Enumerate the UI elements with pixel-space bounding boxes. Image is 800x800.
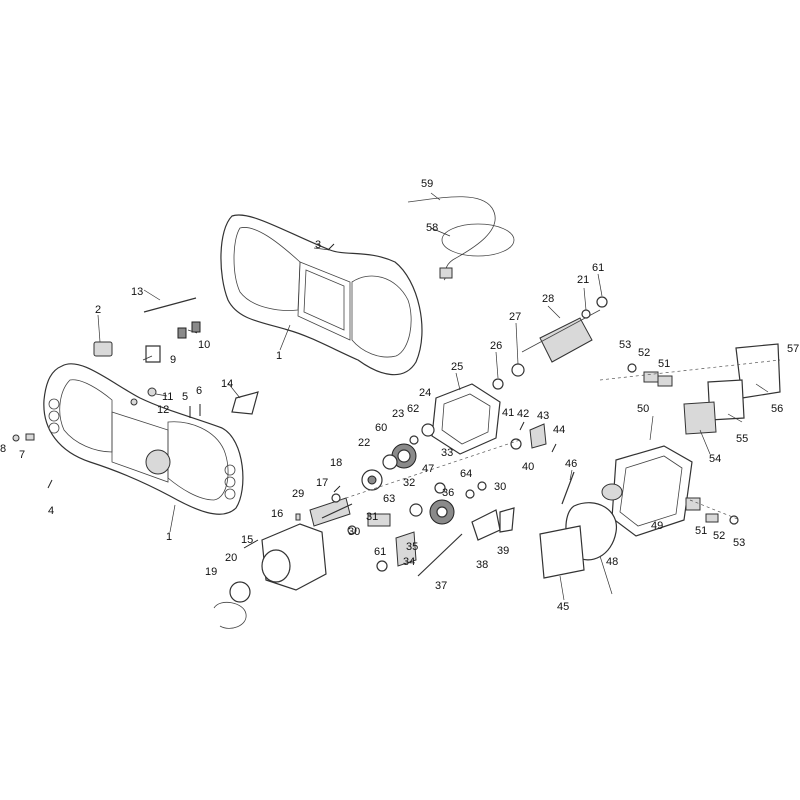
power-cable bbox=[407, 196, 515, 281]
callout-53: 53 bbox=[733, 537, 745, 549]
switch-and-handle-fasteners bbox=[12, 243, 335, 489]
callout-28: 28 bbox=[542, 293, 554, 305]
callout-39: 39 bbox=[497, 545, 509, 557]
rear-handle-frame bbox=[220, 214, 423, 376]
front-cover-assembly bbox=[213, 485, 353, 629]
callout-52: 52 bbox=[638, 347, 650, 359]
callout-37: 37 bbox=[435, 580, 447, 592]
callout-51: 51 bbox=[695, 525, 707, 537]
callout-29: 29 bbox=[292, 488, 304, 500]
callout-5: 5 bbox=[182, 391, 188, 403]
callout-56: 56 bbox=[771, 403, 783, 415]
callout-8: 8 bbox=[0, 443, 6, 455]
callout-4: 4 bbox=[48, 505, 54, 517]
callout-62: 62 bbox=[407, 403, 419, 415]
callout-19: 19 bbox=[205, 566, 217, 578]
callout-34: 34 bbox=[403, 556, 415, 568]
callout-27: 27 bbox=[509, 311, 521, 323]
callout-9: 9 bbox=[170, 354, 176, 366]
callout-labels: 1 1 2 3 4 5 6 7 8 9 10 11 12 13 14 15 16… bbox=[0, 178, 799, 613]
callout-25: 25 bbox=[451, 361, 463, 373]
callout-17: 17 bbox=[316, 477, 328, 489]
callout-60: 60 bbox=[375, 422, 387, 434]
callout-30: 30 bbox=[348, 526, 360, 538]
callout-23: 23 bbox=[392, 408, 404, 420]
callout-55: 55 bbox=[736, 433, 748, 445]
callout-59: 59 bbox=[421, 178, 433, 190]
callout-30: 30 bbox=[494, 481, 506, 493]
callout-53: 53 bbox=[619, 339, 631, 351]
leader-lines bbox=[97, 192, 769, 601]
callout-20: 20 bbox=[225, 552, 237, 564]
callout-33: 33 bbox=[441, 447, 453, 459]
callout-43: 43 bbox=[537, 410, 549, 422]
callout-38: 38 bbox=[476, 559, 488, 571]
callout-31: 31 bbox=[366, 511, 378, 523]
callout-50: 50 bbox=[637, 403, 649, 415]
motor-assembly bbox=[492, 296, 781, 579]
callout-40: 40 bbox=[522, 461, 534, 473]
callout-41: 41 bbox=[502, 407, 514, 419]
callout-1: 1 bbox=[166, 531, 172, 543]
callout-2: 2 bbox=[95, 304, 101, 316]
callout-26: 26 bbox=[490, 340, 502, 352]
callout-1: 1 bbox=[276, 350, 282, 362]
callout-54: 54 bbox=[709, 453, 721, 465]
callout-14: 14 bbox=[221, 378, 233, 390]
callout-49: 49 bbox=[651, 520, 663, 532]
callout-61: 61 bbox=[592, 262, 604, 274]
callout-13: 13 bbox=[131, 286, 143, 298]
callout-58: 58 bbox=[426, 222, 438, 234]
callout-47: 47 bbox=[422, 463, 434, 475]
callout-3: 3 bbox=[315, 239, 321, 251]
callout-36: 36 bbox=[442, 487, 454, 499]
callout-46: 46 bbox=[565, 458, 577, 470]
callout-35: 35 bbox=[406, 541, 418, 553]
callout-16: 16 bbox=[271, 508, 283, 520]
callout-52: 52 bbox=[713, 530, 725, 542]
callout-57: 57 bbox=[787, 343, 799, 355]
front-handle-frame bbox=[43, 363, 244, 515]
callout-22: 22 bbox=[358, 437, 370, 449]
callout-48: 48 bbox=[606, 556, 618, 568]
callout-32: 32 bbox=[403, 477, 415, 489]
callout-11: 11 bbox=[162, 391, 173, 403]
callout-64: 64 bbox=[460, 468, 472, 480]
callout-42: 42 bbox=[517, 408, 529, 420]
callout-15: 15 bbox=[241, 534, 253, 546]
callout-21: 21 bbox=[577, 274, 589, 286]
callout-45: 45 bbox=[557, 601, 569, 613]
callout-6: 6 bbox=[196, 385, 202, 397]
callout-7: 7 bbox=[19, 449, 25, 461]
callout-12: 12 bbox=[157, 404, 169, 416]
callout-51: 51 bbox=[658, 358, 670, 370]
callout-61: 61 bbox=[374, 546, 386, 558]
gearbox-assembly bbox=[309, 383, 575, 577]
callout-63: 63 bbox=[383, 493, 395, 505]
callout-44: 44 bbox=[553, 424, 565, 436]
callout-10: 10 bbox=[198, 339, 210, 351]
callout-18: 18 bbox=[330, 457, 342, 469]
callout-24: 24 bbox=[419, 387, 431, 399]
